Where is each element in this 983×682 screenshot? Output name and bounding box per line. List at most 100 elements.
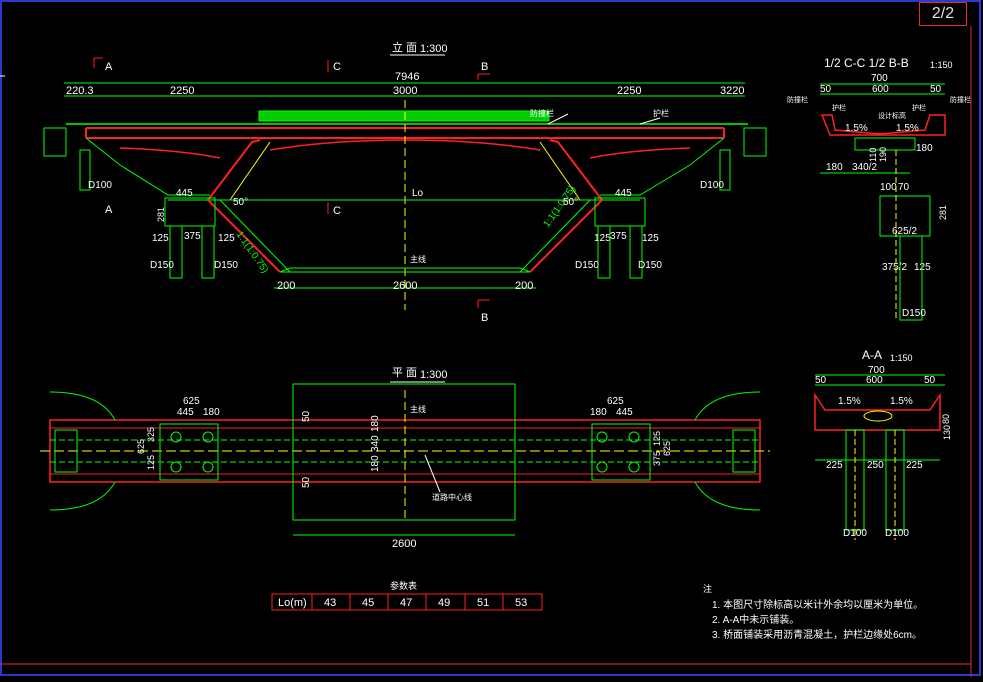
sec-cb-110: 110 [868, 148, 878, 162]
sec-aa-225b: 225 [906, 460, 923, 471]
plan-l-445: 445 [177, 407, 194, 418]
elevation-view: 立 面 1:300 7946 220.3 2250 3000 2250 3220… [43, 40, 767, 324]
angle-right: 50° [563, 197, 578, 208]
plan-r-445: 445 [616, 407, 633, 418]
sec-cb-340: 340/2 [852, 162, 877, 173]
dim-3: 3000 [393, 85, 417, 97]
plan-width: 2600 [392, 538, 416, 550]
rp-125a: 125 [594, 233, 611, 244]
plan-road-label: 主线 [410, 404, 426, 414]
note-3: 3. 桥面铺装采用沥青混凝土，护栏边缘处6cm。 [712, 628, 922, 641]
sec-cb-guard-r: 护栏 [912, 103, 926, 112]
label-rail: 防撞栏 [530, 108, 554, 118]
plan-l-325: 325 [146, 427, 156, 442]
leg-right [529, 199, 603, 273]
bottom-dim-1: 200 [277, 280, 295, 292]
sec-aa-title: A-A [862, 348, 882, 362]
plan-180a: 180 [370, 415, 381, 432]
notes-title: 注 [703, 583, 712, 594]
lp-125a: 125 [152, 233, 169, 244]
rp-375: 375 [610, 231, 627, 242]
rp-d150a: D150 [575, 260, 599, 271]
dim-2: 2250 [170, 85, 194, 97]
sec-cb-rail-r: 防撞栏 [950, 95, 971, 104]
lp-125b: 125 [218, 233, 235, 244]
dim-total: 7946 [395, 71, 419, 83]
sec-aa-250: 250 [867, 460, 884, 471]
sec-cb-scale: 1:150 [930, 60, 953, 70]
param-val-3: 47 [400, 597, 412, 609]
section-cb: 1/2 C-C 1/2 B-B 1:150 700 50 600 50 防撞栏 … [787, 56, 971, 321]
lp-281: 281 [156, 207, 166, 222]
section-c-bottom: C [333, 205, 341, 217]
sec-cb-slope-l: 1.5% [845, 123, 868, 134]
sec-cb-190: 190 [878, 147, 888, 162]
param-val-1: 43 [324, 597, 336, 609]
pier-cap-left [164, 197, 216, 227]
sec-cb-70: 70 [898, 182, 910, 193]
sec-cb-180r: 180 [916, 143, 933, 154]
sec-aa-50a: 50 [815, 375, 827, 386]
rp-445: 445 [615, 188, 632, 199]
sec-aa-scale: 1:150 [890, 353, 913, 363]
plan-r-375: 375 [652, 451, 662, 466]
plan-50a: 50 [301, 410, 312, 422]
lp-d150b: D150 [214, 260, 238, 271]
dim-1: 220.3 [66, 85, 94, 97]
section-a-top: A [105, 61, 113, 73]
dim-5: 3220 [720, 85, 744, 97]
sec-cb-625: 625/2 [892, 226, 917, 237]
sec-cb-d150: D150 [902, 308, 926, 319]
sec-cb-281: 281 [938, 205, 948, 220]
arch-left-outline [85, 137, 210, 196]
arch-right-outline [600, 137, 725, 196]
section-a-bottom: A [105, 204, 113, 216]
plan-r-625b: 625 [662, 441, 672, 456]
sec-cb-375: 375/2 [882, 262, 907, 273]
sec-cb-title: 1/2 C-C 1/2 B-B [824, 56, 909, 70]
sec-aa-slope-l: 1.5% [838, 396, 861, 407]
note-2: 2. A-A中未示铺装。 [712, 613, 799, 626]
angle-left: 50° [233, 197, 248, 208]
param-val-5: 51 [477, 597, 489, 609]
section-c-top: C [333, 61, 341, 73]
sec-cb-50b: 50 [930, 84, 942, 95]
param-table-frame [271, 593, 543, 611]
section-b-bottom: B [481, 312, 488, 324]
section-b-top: B [481, 61, 488, 73]
plan-scale: 1:300 [420, 369, 448, 381]
leg-left [207, 199, 281, 273]
section-aa: A-A 1:150 700 50 600 50 1.5% 1.5% 80 130… [814, 348, 952, 540]
sec-aa-130: 130 [942, 425, 952, 440]
sec-aa-50b: 50 [924, 375, 936, 386]
bottom-dim-2: 2600 [393, 280, 417, 292]
sec-aa-slope-r: 1.5% [890, 396, 913, 407]
plan-l-625b: 625 [136, 439, 146, 454]
label-guard: 护栏 [653, 108, 669, 118]
sheet-number: 2/2 [919, 2, 967, 26]
notes: 注 1. 本图尺寸除标高以米计外余均以厘米为单位。 2. A-A中未示铺装。 3… [703, 583, 923, 641]
sec-cb-100: 100 [880, 182, 897, 193]
sec-aa-700: 700 [868, 365, 885, 376]
plan-title: 平 面 [392, 367, 417, 379]
plan-view: 平 面 1:300 主线 50 180 340 180 50 道路中心线 260… [40, 367, 770, 550]
slope-left: 1:1(1:0.75) [234, 229, 271, 275]
elevation-scale: 1:300 [420, 43, 448, 55]
span-label: Lo [412, 188, 424, 199]
deck-pavement-hatch [258, 110, 550, 122]
param-header: Lo(m) [278, 597, 307, 609]
bottom-dim-3: 200 [515, 280, 533, 292]
sec-cb-600: 600 [872, 84, 889, 95]
plan-l-125: 125 [146, 455, 156, 470]
param-val-4: 49 [438, 597, 450, 609]
sec-cb-700: 700 [871, 73, 888, 84]
lp-375: 375 [184, 231, 201, 242]
pier-cap-right [594, 197, 646, 227]
sec-aa-d100b: D100 [885, 528, 909, 539]
plan-l-625: 625 [183, 396, 200, 407]
mid-label: 主线 [410, 254, 426, 264]
sec-aa-80: 80 [941, 414, 951, 424]
